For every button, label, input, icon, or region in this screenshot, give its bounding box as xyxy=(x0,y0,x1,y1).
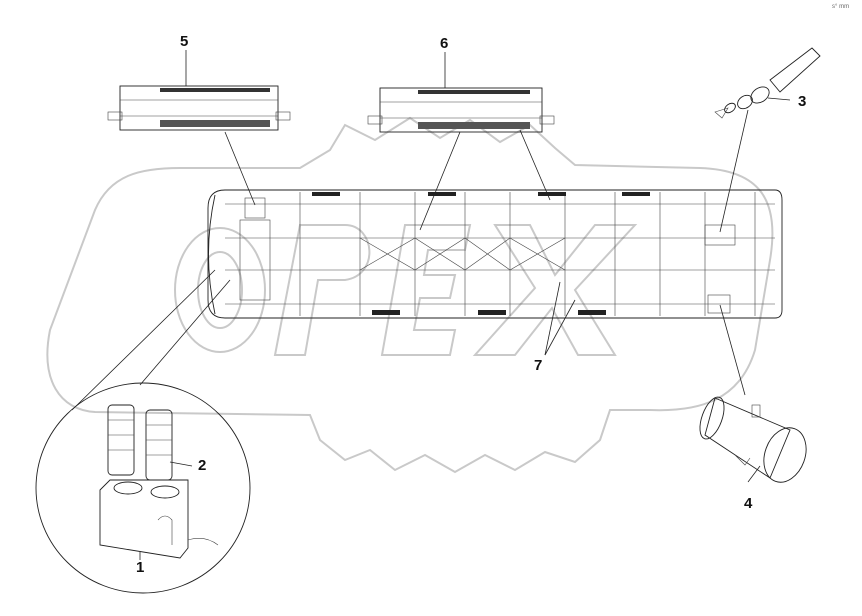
heater-unit-1 xyxy=(99,479,219,559)
callout-7: 7 xyxy=(534,357,542,374)
bus-frame xyxy=(207,189,783,319)
watermark-logo xyxy=(46,116,774,474)
corner-mark: s° mm xyxy=(832,4,849,10)
leader-lines xyxy=(71,50,791,560)
unit-5-convector xyxy=(107,85,291,131)
part-3-connector xyxy=(714,47,821,119)
part-4-heater xyxy=(699,396,807,483)
watermark-gear-outline xyxy=(46,116,774,474)
hose-pair-2 xyxy=(107,404,173,481)
callout-4: 4 xyxy=(744,495,753,512)
callout-3: 3 xyxy=(798,93,806,110)
unit-6-convector xyxy=(367,87,555,133)
callout-2: 2 xyxy=(198,457,206,474)
watermark-letters xyxy=(174,224,638,356)
callout-1: 1 xyxy=(136,559,144,576)
detail-circle xyxy=(35,382,251,594)
callout-5: 5 xyxy=(180,33,188,50)
callout-6: 6 xyxy=(440,35,448,52)
